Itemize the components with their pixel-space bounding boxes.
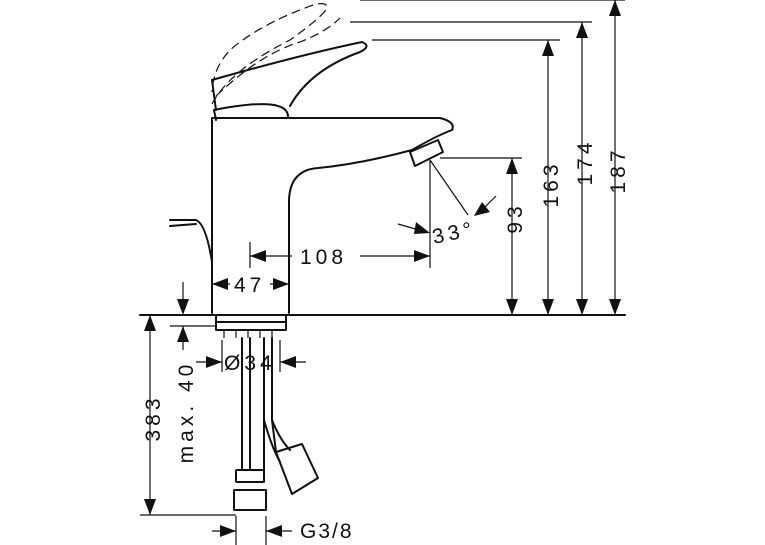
dimension-angle-33: 33° [430,217,478,249]
angle-dimension [397,159,497,234]
depth-dimension [140,315,236,516]
dimension-108: 108 [300,246,347,269]
dimension-187: 187 [607,146,630,193]
dimension-thread: G3/8 [300,520,354,543]
dimension-max-40: max. 40 [175,361,198,464]
dimension-93: 93 [504,202,527,233]
height-dimensions [350,0,625,315]
thread-dimension [212,516,292,545]
dimension-383: 383 [142,394,165,441]
faucet-body [169,41,454,323]
reach-dimension [249,160,431,268]
dimension-163: 163 [540,160,563,207]
mounting-shank-and-hoses [215,321,319,511]
dimension-dia-34: Ø34 [224,352,276,375]
base-width-dimension [212,278,289,290]
dimension-47: 47 [234,274,265,297]
max-thickness-dimension [170,282,216,350]
diameter-dimension [196,340,306,372]
dimension-174: 174 [574,138,597,185]
lever-swing-outline [211,3,341,105]
